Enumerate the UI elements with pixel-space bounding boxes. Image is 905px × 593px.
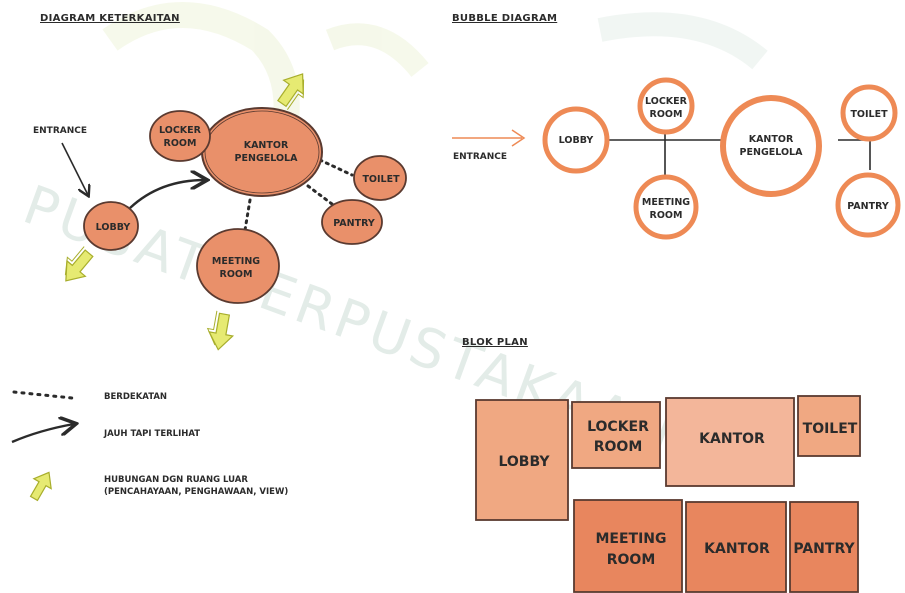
bubble-meeting: MEETING ROOM [633, 174, 699, 240]
bubble-locker-label-2: ROOM [650, 109, 683, 120]
rel-locker-label-2: ROOM [164, 138, 197, 149]
bubble-entrance-arrow [452, 129, 526, 147]
entrance-arrow [61, 142, 88, 195]
bubble-pantry: PANTRY [835, 172, 901, 238]
bubble-lobby: LOBBY [542, 106, 610, 174]
rel-meeting-label-1: MEETING [212, 256, 260, 267]
blok-pantry-label: PANTRY [793, 541, 855, 557]
rel-kantor-label-2: PENGELOLA [235, 153, 299, 164]
blok-kantor-top-label: KANTOR [699, 431, 765, 447]
lobby-to-kantor-arrow [129, 180, 205, 209]
rel-kantor-label-1: KANTOR [244, 140, 289, 151]
rel-bubble-lobby: LOBBY [83, 201, 139, 251]
legend-green-arrow-icon [29, 471, 52, 502]
rel-pantry-label: PANTRY [333, 218, 375, 229]
bubble-meeting-label-1: MEETING [642, 197, 690, 208]
blok-locker-label-2: ROOM [594, 439, 643, 455]
rel-entrance-label: ENTRANCE [33, 126, 87, 136]
bubble-title: BUBBLE DIAGRAM [452, 13, 558, 24]
bubble-meeting-label-2: ROOM [650, 210, 683, 221]
blok-locker-label-1: LOCKER [587, 419, 649, 435]
rel-toilet-label: TOILET [362, 174, 400, 185]
legend-arrow-symbol [11, 424, 74, 444]
diagram-title: DIAGRAM KETERKAITAN [40, 13, 180, 24]
blok-pantry: PANTRY [789, 501, 859, 593]
bubble-kantor: KANTOR PENGELOLA [720, 95, 822, 197]
blok-kantor-bottom-label: KANTOR [704, 541, 770, 557]
bubble-kantor-label-1: KANTOR [749, 134, 794, 145]
legend-outside-label-2: (PENCAHAYAAN, PENGHAWAAN, VIEW) [104, 487, 289, 497]
rel-bubble-pantry: PANTRY [321, 199, 383, 245]
blok-kantor-top: KANTOR [665, 397, 795, 487]
blok-toilet: TOILET [797, 395, 861, 457]
blok-locker: LOCKER ROOM [571, 401, 661, 469]
bubble-entrance-label: ENTRANCE [453, 152, 507, 162]
rel-bubble-toilet: TOILET [353, 155, 407, 201]
blok-lobby-label: LOBBY [498, 454, 550, 470]
blok-meeting-label-2: ROOM [607, 552, 656, 568]
bubble-toilet: TOILET [840, 84, 898, 142]
legend-outside-label-1: HUBUNGAN DGN RUANG LUAR [104, 475, 248, 485]
blok-lobby: LOBBY [475, 399, 569, 521]
blok-plan-title: BLOK PLAN [462, 337, 528, 348]
rel-locker-label-1: LOCKER [159, 125, 202, 136]
rel-lobby-label: LOBBY [96, 222, 131, 233]
blok-meeting: MEETING ROOM [573, 499, 683, 593]
watermark-emblem [102, 2, 768, 154]
bubble-locker: LOCKER ROOM [637, 77, 695, 135]
legend-far-label: JAUH TAPI TERLIHAT [104, 429, 201, 439]
blok-meeting-label-1: MEETING [595, 531, 666, 547]
bubble-locker-label-1: LOCKER [645, 96, 688, 107]
legend-near-label: BERDEKATAN [104, 392, 168, 402]
legend-dotted-symbol [12, 390, 74, 400]
blok-toilet-label: TOILET [803, 421, 858, 437]
bubble-kantor-label-2: PENGELOLA [740, 147, 804, 158]
rel-bubble-locker: LOCKER ROOM [149, 110, 211, 162]
blok-kantor-bottom: KANTOR [685, 501, 787, 593]
bubble-lobby-label: LOBBY [559, 135, 594, 146]
rel-bubble-meeting: MEETING ROOM [196, 228, 280, 304]
bubble-toilet-label: TOILET [850, 109, 888, 120]
rel-meeting-label-2: ROOM [220, 269, 253, 280]
bubble-pantry-label: PANTRY [847, 201, 889, 212]
